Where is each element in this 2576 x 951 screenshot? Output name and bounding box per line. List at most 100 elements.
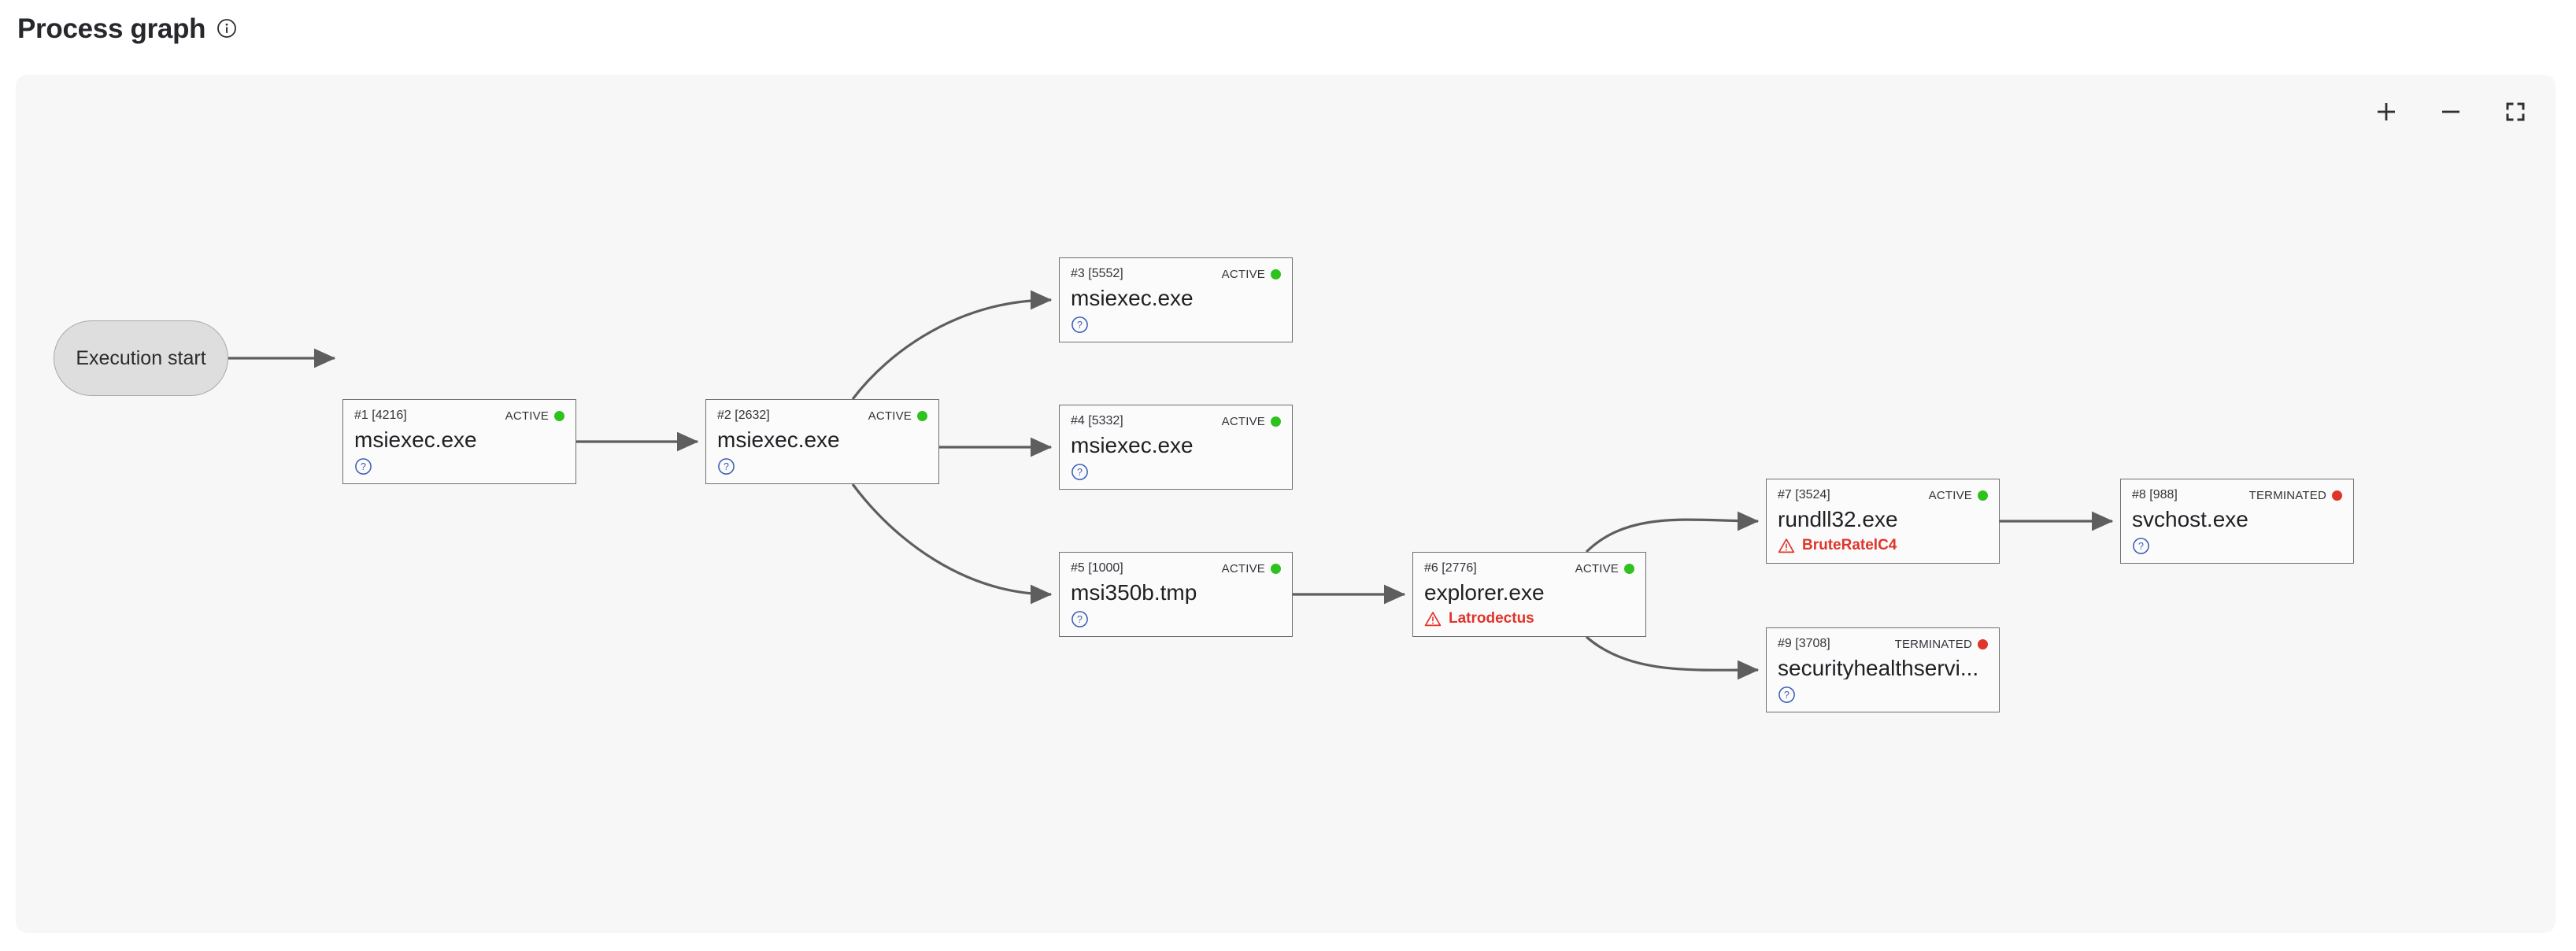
node-footer: ? [1778,684,1988,705]
node-pid-label: #1 [4216] [354,409,407,422]
warning-triangle-icon [1424,611,1442,627]
process-name: securityhealthservi... [1778,657,1979,680]
status-dot-active [1624,563,1634,574]
zoom-out-button[interactable] [2436,97,2466,127]
node-footer: ? [1071,461,1281,482]
edge-n6-n9 [1585,635,1760,680]
fullscreen-icon [2506,102,2525,121]
node-header: #4 [5332] ACTIVE [1071,414,1281,428]
status-label: ACTIVE [1221,561,1265,575]
node-header: #2 [2632] ACTIVE [717,409,927,423]
page-title: Process graph [17,13,206,44]
graph-canvas[interactable]: Execution start #1 [4216] ACTIVE msiexec… [16,75,2556,933]
help-badge-icon[interactable]: ? [2132,537,2150,555]
process-node[interactable]: #1 [4216] ACTIVE msiexec.exe ? [342,399,576,484]
threat-badge[interactable]: Latrodectus [1424,610,1534,627]
node-header: #9 [3708] TERMINATED [1778,637,1988,651]
process-name: svchost.exe [2132,508,2248,531]
process-name: msiexec.exe [1071,287,1194,310]
help-badge-icon[interactable]: ? [1071,610,1089,628]
status-badge: ACTIVE [1575,562,1634,575]
node-pid-label: #8 [988] [2132,488,2178,501]
node-pid-label: #2 [2632] [717,409,770,422]
process-node[interactable]: #4 [5332] ACTIVE msiexec.exe ? [1059,405,1293,490]
svg-text:?: ? [361,461,366,472]
process-node[interactable]: #8 [988] TERMINATED svchost.exe ? [2120,479,2354,564]
help-badge-icon[interactable]: ? [717,457,735,476]
process-node[interactable]: #7 [3524] ACTIVE rundll32.exe [1766,479,2000,564]
zoom-in-button[interactable] [2371,97,2401,127]
process-node[interactable]: #6 [2776] ACTIVE explorer.exe [1412,552,1646,637]
fit-screen-button[interactable] [2500,97,2530,127]
status-badge: ACTIVE [1222,562,1281,575]
node-header: #6 [2776] ACTIVE [1424,561,1634,575]
status-dot-active [1271,268,1281,279]
process-name: explorer.exe [1424,581,1545,605]
svg-text:?: ? [1077,320,1083,331]
node-pid-label: #3 [5552] [1071,267,1123,280]
node-footer: ? [1071,609,1281,629]
execution-start-node[interactable]: Execution start [54,320,228,396]
edge-n6-n7 [1585,511,1760,553]
status-label: ACTIVE [1928,488,1972,502]
status-badge: ACTIVE [1222,268,1281,281]
process-name: msiexec.exe [354,428,477,452]
status-label: ACTIVE [868,409,912,423]
status-label: ACTIVE [1221,414,1265,428]
execution-start-label: Execution start [76,346,206,369]
graph-toolbar [2371,97,2530,127]
node-footer: ? [354,456,564,476]
status-dot-terminated [2332,490,2342,501]
node-header: #8 [988] TERMINATED [2132,488,2342,502]
warning-triangle-icon [1778,538,1795,553]
node-pid-label: #6 [2776] [1424,561,1477,575]
help-badge-icon[interactable]: ? [1071,316,1089,334]
process-node[interactable]: #2 [2632] ACTIVE msiexec.exe ? [705,399,939,484]
status-badge: ACTIVE [868,409,927,423]
process-node[interactable]: #9 [3708] TERMINATED securityhealthservi… [1766,627,2000,712]
node-header: #3 [5552] ACTIVE [1071,267,1281,281]
svg-text:?: ? [2138,541,2144,552]
node-footer: ? [1071,314,1281,335]
status-label: ACTIVE [505,409,549,423]
status-dot-active [1978,490,1988,501]
node-header: #1 [4216] ACTIVE [354,409,564,423]
node-pid-label: #4 [5332] [1071,414,1123,427]
edge-n2-n5 [851,483,1053,605]
process-node[interactable]: #5 [1000] ACTIVE msi350b.tmp ? [1059,552,1293,637]
info-circle-icon[interactable] [217,18,237,39]
process-name: msiexec.exe [717,428,840,452]
status-dot-active [917,410,927,421]
edge-n2-n3 [851,290,1053,400]
node-header: #7 [3524] ACTIVE [1778,488,1988,502]
process-name: rundll32.exe [1778,508,1898,531]
status-badge: ACTIVE [1222,415,1281,428]
process-name: msiexec.exe [1071,434,1194,457]
node-footer: Latrodectus [1424,609,1634,629]
status-dot-active [1271,416,1281,427]
status-badge: ACTIVE [1929,489,1988,502]
threat-name: Latrodectus [1449,610,1534,627]
node-header: #5 [1000] ACTIVE [1071,561,1281,575]
help-badge-icon[interactable]: ? [1778,686,1796,704]
status-dot-terminated [1978,638,1988,649]
svg-text:?: ? [1784,690,1790,701]
process-node[interactable]: #3 [5552] ACTIVE msiexec.exe ? [1059,257,1293,342]
node-footer: BruteRatelC4 [1778,535,1988,556]
status-label: ACTIVE [1575,561,1619,575]
page-header: Process graph [17,11,237,46]
status-badge: TERMINATED [1895,638,1988,651]
help-badge-icon[interactable]: ? [1071,463,1089,481]
svg-text:?: ? [724,461,729,472]
node-footer: ? [2132,535,2342,556]
help-badge-icon[interactable]: ? [354,457,372,476]
svg-text:?: ? [1077,614,1083,625]
status-label: TERMINATED [1894,637,1972,651]
status-dot-active [554,410,564,421]
process-name: msi350b.tmp [1071,581,1197,605]
status-badge: TERMINATED [2249,489,2342,502]
plus-icon [2378,103,2395,120]
node-pid-label: #7 [3524] [1778,488,1830,501]
threat-badge[interactable]: BruteRatelC4 [1778,537,1897,554]
node-pid-label: #5 [1000] [1071,561,1123,575]
